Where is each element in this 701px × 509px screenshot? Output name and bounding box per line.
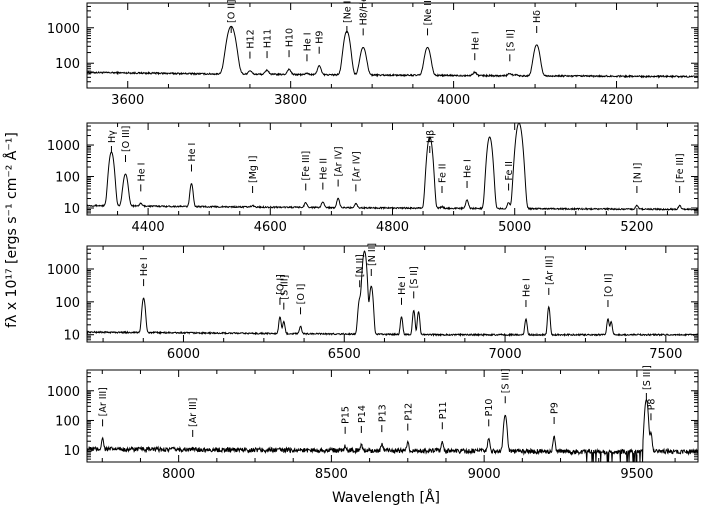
line-id-label: Fe II: [504, 161, 515, 180]
line-id-label: [Ar IV]: [351, 151, 362, 181]
x-tick-label: 5000: [498, 220, 531, 235]
line-id-label: He I: [470, 31, 481, 50]
line-id-label: He I: [463, 159, 474, 178]
line-id-label: He I: [397, 276, 408, 295]
panel-frame: [86, 2, 699, 89]
line-id-label: P9: [550, 402, 561, 414]
line-id-label: P11: [438, 401, 449, 419]
y-tick-label: 1000: [47, 263, 80, 278]
line-id-label: P15: [341, 406, 352, 424]
line-id-label: H8/He I: [359, 0, 370, 25]
line-id-label: H11: [263, 29, 274, 48]
line-id-label: P13: [377, 404, 388, 422]
line-id-label: [O II]: [227, 0, 238, 23]
line-id-label: He I: [302, 32, 313, 51]
panel-frame: [86, 369, 699, 463]
panel-frame: [86, 122, 699, 216]
x-tick-label: 4400: [132, 220, 165, 235]
x-tick-label: 8500: [315, 467, 348, 482]
y-tick-label: 10: [63, 329, 80, 344]
line-id-label: Hδ: [532, 10, 543, 23]
line-id-label: [N I]: [632, 163, 643, 183]
y-axis-label: fλ x 10¹⁷ [ergs s⁻¹ cm⁻² Å⁻¹]: [3, 132, 20, 328]
spectrum-line: [87, 250, 698, 337]
line-id-label: [S III]: [642, 365, 653, 390]
x-tick-label: 9500: [620, 467, 653, 482]
spectrum-panel-1: 3600 3800 4000 4200 100 1000 [O II] H12 H11 H10 He…: [47, 0, 699, 108]
line-id-label: [O I]: [296, 284, 307, 305]
x-tick-label: 7000: [489, 347, 522, 362]
y-tick-label: 1000: [47, 22, 80, 37]
x-tick-label: 4000: [437, 93, 470, 108]
line-id-label: H9: [315, 31, 326, 44]
x-tick-label: 8000: [162, 467, 195, 482]
line-id-label: [Ne III]: [342, 0, 353, 23]
line-id-label: [Ar III]: [98, 387, 109, 416]
line-id-label: Hβ: [425, 130, 436, 143]
x-tick-label: 9000: [468, 467, 501, 482]
x-tick-label: 6500: [328, 347, 361, 362]
line-id-label: P8: [646, 399, 657, 411]
line-id-label: [O II]: [603, 274, 614, 298]
line-id-label: [O III]: [121, 126, 132, 152]
x-tick-label: 5200: [620, 220, 653, 235]
y-tick-label: 10: [63, 444, 80, 459]
x-tick-label: 6000: [167, 347, 200, 362]
y-tick-label: 100: [55, 171, 80, 186]
x-tick-label: 4600: [254, 220, 287, 235]
y-tick-label: 100: [55, 414, 80, 429]
line-id-label: [S III]: [501, 368, 512, 393]
spectrum-panel-4: 8000 8500 9000 9500 10 100 1000 [Ar III] [Ar III…: [47, 365, 699, 482]
line-id-label: P10: [484, 399, 495, 417]
spectrum-panel-2: 4400 4600 4800 5000 5200 10 100 1000 Hγ[O III] He…: [47, 122, 699, 235]
line-id-label: P12: [403, 403, 414, 421]
line-id-label: [Ar III]: [544, 256, 555, 285]
line-id-label: He I: [521, 278, 532, 297]
y-tick-label: 1000: [47, 385, 80, 400]
line-id-label: Hγ: [107, 130, 118, 143]
line-id-label: He I: [139, 257, 150, 276]
line-id-label: [S II]: [505, 29, 516, 51]
line-id-label: [Fe III]: [675, 153, 686, 183]
line-id-label: [N II]: [367, 243, 378, 266]
x-tick-label: 4800: [376, 220, 409, 235]
line-id-label: [N II]: [355, 254, 366, 277]
x-tick-label: 3800: [274, 93, 307, 108]
line-id-label: He II: [318, 158, 329, 180]
line-id-label: [S II]: [409, 266, 420, 288]
line-id-label: [O I]: [275, 274, 286, 295]
x-tick-label: 4200: [600, 93, 633, 108]
line-id-label: He I: [187, 143, 198, 162]
spectrum-line: [87, 398, 698, 462]
panel-frame: [86, 245, 699, 343]
x-tick-label: 3600: [111, 93, 144, 108]
spectrum-line: [87, 123, 698, 212]
line-id-label: P14: [357, 405, 368, 423]
line-id-label: [Fe III]: [301, 151, 312, 181]
x-axis-label: Wavelength [Å]: [332, 489, 440, 506]
line-id-label: [Ne III]: [423, 0, 434, 25]
line-id-label: [Ar III]: [188, 398, 199, 427]
line-id-label: He I: [136, 163, 147, 182]
y-tick-label: 1000: [47, 139, 80, 154]
line-id-label: [Mg I]: [248, 156, 259, 183]
line-id-label: [S III]: [279, 275, 290, 300]
line-id-label: [Ar IV]: [334, 146, 345, 176]
x-tick-label: 7500: [649, 347, 682, 362]
line-id-label: H12: [245, 29, 256, 48]
line-id-label: H10: [285, 28, 296, 47]
y-tick-label: 100: [55, 296, 80, 311]
line-id-label: Fe II: [437, 164, 448, 183]
spectrum-line: [87, 25, 698, 79]
y-tick-label: 100: [55, 57, 80, 72]
y-tick-label: 10: [63, 202, 80, 217]
